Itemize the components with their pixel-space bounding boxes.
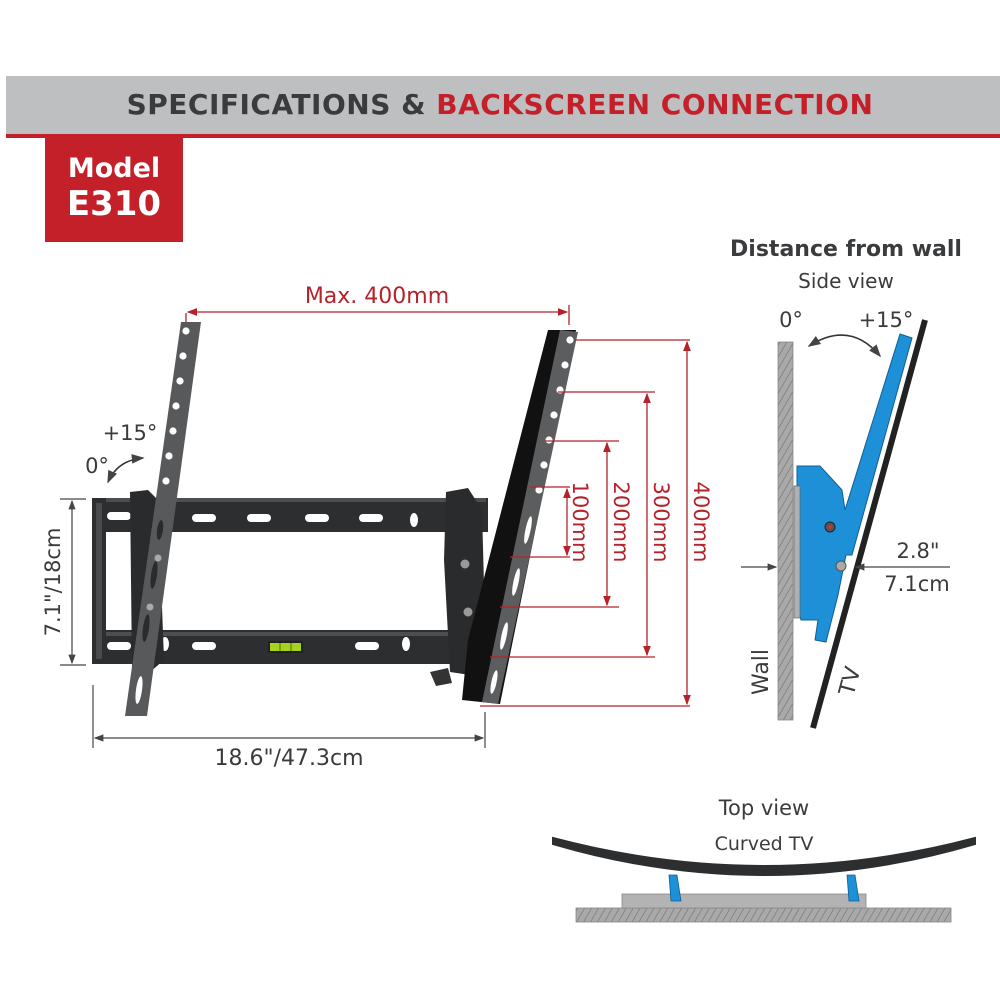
top-view-diagram [552, 836, 976, 923]
wall-label: Wall [749, 649, 774, 695]
width-label: 18.6"/47.3cm [214, 746, 363, 771]
tilt-arrow-icon [107, 454, 145, 484]
top-view-title: Top view [718, 796, 809, 820]
tv-panel [810, 319, 928, 729]
page-title: SPECIFICATIONS & BACKSCREEN CONNECTION [0, 88, 1000, 121]
title-part-2: BACKSCREEN CONNECTION [436, 88, 874, 121]
height-dimension [60, 498, 86, 666]
side-tilt-arrow-icon [807, 334, 882, 358]
front-tilt-zero-label: 0° [85, 454, 109, 478]
distance-cm-label: 7.1cm [884, 572, 949, 596]
side-angle-tilt-label: +15° [859, 308, 914, 332]
left-vertical-arm [125, 322, 201, 716]
header-band [6, 76, 1000, 138]
vesa-400-label: 400mm [689, 482, 713, 563]
side-bracket [793, 333, 913, 643]
title-part-1: SPECIFICATIONS & [126, 88, 437, 121]
right-vertical-arm [462, 330, 578, 704]
front-tilt-up-label: +15° [103, 421, 158, 445]
model-number: E310 [66, 184, 162, 224]
tv-label: TV [835, 664, 867, 699]
vesa-200-label: 200mm [609, 482, 633, 563]
side-view-title: Distance from wall [730, 237, 962, 262]
top-view-subtitle: Curved TV [715, 833, 814, 855]
vesa-100-label: 100mm [568, 482, 592, 563]
width-dimension [92, 685, 486, 748]
model-label: Model [67, 153, 161, 184]
distance-inches-label: 2.8" [896, 539, 939, 563]
max-width-label: Max. 400mm [305, 284, 449, 309]
wall-section [777, 341, 794, 721]
height-label: 7.1"/18cm [41, 528, 65, 637]
side-view-subtitle: Side view [798, 269, 894, 293]
vesa-300-label: 300mm [649, 482, 673, 563]
vesa-dimensions [480, 339, 691, 707]
side-angle-zero-label: 0° [779, 308, 803, 332]
model-badge: Model E310 [45, 138, 183, 242]
